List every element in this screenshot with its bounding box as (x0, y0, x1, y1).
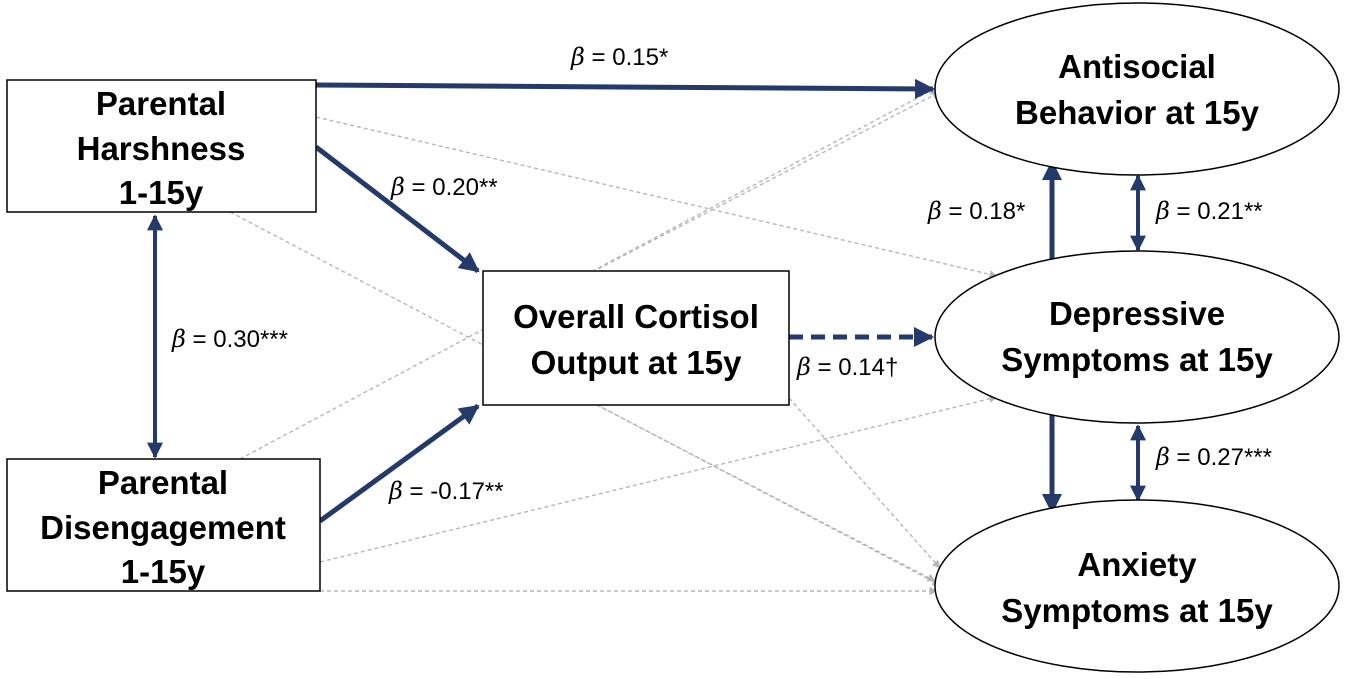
path-harshness-to-antisocial (315, 78, 935, 99)
harshness-label-line3: 1-15y (119, 174, 204, 211)
path-harshness-to-cortisol (314, 145, 480, 273)
coef-cortisol-depressive: β = 0.14† (796, 353, 898, 381)
path-disengagement-to-cortisol (318, 403, 480, 524)
coefficient-labels: β = 0.15* β = 0.20** β = 0.30*** β = -0.… (171, 43, 1272, 505)
path-depressive-to-anxiety-indirect (788, 397, 941, 569)
depressive-label-line1: Depressive (1049, 295, 1225, 332)
harshness-label-line1: Parental (96, 85, 226, 122)
coef-disengagement-cortisol: β = -0.17** (388, 477, 504, 505)
antisocial-label-line2: Behavior at 15y (1015, 94, 1260, 131)
node-antisocial-behavior: Antisocial Behavior at 15y (934, 2, 1340, 176)
anxiety-label-line2: Symptoms at 15y (1001, 592, 1273, 629)
coef-harshness-cortisol: β = 0.20** (390, 173, 498, 201)
disengagement-label-line2: Disengagement (40, 509, 286, 546)
coef-harshness-disengagement: β = 0.30*** (171, 325, 288, 353)
path-cortisol-to-anxiety (596, 404, 936, 582)
node-depressive-symptoms: Depressive Symptoms at 15y (934, 250, 1340, 424)
cortisol-label-line1: Overall Cortisol (513, 298, 759, 335)
coef-depressive-antisocial: β = 0.18* (927, 197, 1025, 225)
harshness-label-line2: Harshness (77, 130, 246, 167)
anxiety-label-line1: Anxiety (1077, 546, 1197, 583)
node-parental-harshness: Parental Harshness 1-15y (6, 79, 317, 213)
node-anxiety-symptoms: Anxiety Symptoms at 15y (934, 499, 1340, 673)
path-cortisol-to-antisocial (591, 91, 941, 273)
significant-paths (147, 78, 1146, 524)
disengagement-label-line1: Parental (98, 464, 228, 501)
path-harshness-to-depressive (315, 116, 998, 279)
coef-harshness-antisocial: β = 0.15* (570, 43, 668, 71)
disengagement-label-line3: 1-15y (121, 553, 206, 590)
coef-antisocial-depressive-cov: β = 0.21** (1155, 197, 1263, 225)
node-parental-disengagement: Parental Disengagement 1-15y (6, 458, 321, 592)
depressive-label-line2: Symptoms at 15y (1001, 341, 1273, 378)
coef-depressive-anxiety-cov: β = 0.27*** (1155, 443, 1272, 471)
antisocial-label-line1: Antisocial (1058, 48, 1216, 85)
cortisol-label-line2: Output at 15y (531, 344, 743, 381)
node-cortisol-output: Overall Cortisol Output at 15y (482, 270, 790, 406)
